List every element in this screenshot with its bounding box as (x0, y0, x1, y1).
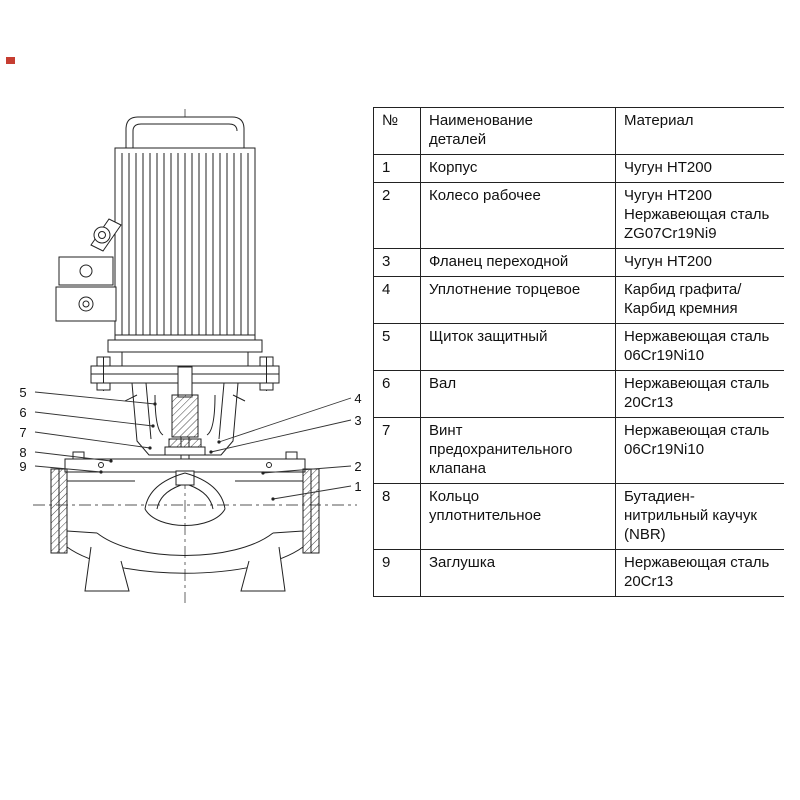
header-num: № (373, 107, 421, 155)
row-material: Чугун HT200 (615, 248, 784, 277)
table-row: 6 Вал Нержавеющая сталь 20Cr13 (373, 370, 784, 418)
parts-table-body: 1 Корпус Чугун HT200 2 Колесо рабочее Чу… (373, 154, 784, 597)
pipe-bottom-lines (66, 530, 304, 534)
row-num: 7 (373, 417, 421, 484)
row-num: 4 (373, 276, 421, 324)
callout-4: 4 (354, 391, 361, 406)
row-name: Заглушка (420, 549, 616, 597)
table-row: 9 Заглушка Нержавеющая сталь 20Cr13 (373, 549, 784, 597)
impeller-lower-shroud (144, 508, 226, 526)
callouts: 5 6 7 8 9 4 3 2 1 (19, 385, 362, 501)
terminal-box-upper-screw (79, 264, 93, 278)
callout-8: 8 (19, 445, 26, 460)
impeller-vanes (156, 484, 214, 510)
foot-right (240, 546, 286, 592)
table-row: 5 Щиток защитный Нержавеющая сталь 06Cr1… (373, 323, 784, 371)
pump-drawing-svg: 5 6 7 8 9 4 3 2 1 (19, 109, 362, 603)
row-name: Вал (420, 370, 616, 418)
motor-cap-seam (132, 123, 238, 148)
table-row: 3 Фланец переходной Чугун HT200 (373, 248, 784, 277)
bolt-nut-left (96, 382, 111, 391)
lantern-bracket (124, 366, 246, 460)
row-name: Щиток защитный (420, 323, 616, 371)
callout-3: 3 (354, 413, 361, 428)
callout-2: 2 (354, 459, 361, 474)
row-name: Фланец переходной (420, 248, 616, 277)
impeller (144, 470, 226, 526)
row-material: Чугун HT200 (615, 154, 784, 183)
motor-base-ring (107, 339, 263, 353)
header-material: Материал (615, 107, 784, 155)
row-material: Нержавеющая сталь 06Cr19Ni10 (615, 323, 784, 371)
cover-bolt-left (72, 451, 85, 460)
row-material: Нержавеющая сталь 06Cr19Ni10 (615, 417, 784, 484)
seal-gland (164, 446, 206, 456)
protective-shield (124, 394, 246, 402)
impeller-shroud (144, 472, 226, 510)
row-material: Бутадиен- нитрильный каучук (NBR) (615, 483, 784, 550)
row-material: Нержавеющая сталь 20Cr13 (615, 549, 784, 597)
bracket-hole-inner (98, 231, 106, 239)
table-header-row: № Наименование деталей Материал (373, 107, 784, 155)
parts-table: № Наименование деталей Материал 1 Корпус… (373, 107, 784, 597)
red-watermark-artifact (6, 57, 15, 64)
table-row: 4 Уплотнение торцевое Карбид графита/ Ка… (373, 276, 784, 324)
row-num: 5 (373, 323, 421, 371)
row-material: Чугун HT200 Нержавеющая сталь ZG07Cr19Ni… (615, 182, 784, 249)
lantern-inner-walls (145, 382, 225, 440)
volute-inner-bottom (96, 532, 274, 556)
shaft-coupling (171, 394, 199, 438)
row-num: 9 (373, 549, 421, 597)
callout-9: 9 (19, 459, 26, 474)
callout-1: 1 (354, 479, 361, 494)
bolt-nut-right (259, 382, 274, 391)
callout-5: 5 (19, 385, 26, 400)
mechanical-seal (168, 438, 202, 448)
row-num: 1 (373, 154, 421, 183)
table-row: 1 Корпус Чугун HT200 (373, 154, 784, 183)
row-num: 6 (373, 370, 421, 418)
terminal-box-lower-screw-inner (82, 300, 90, 308)
row-name: Корпус (420, 154, 616, 183)
motor-neck-ring (121, 351, 249, 367)
table-row: 2 Колесо рабочее Чугун HT200 Нержавеющая… (373, 182, 784, 249)
motor-cap (125, 116, 245, 149)
motor-cooling-fins (121, 153, 249, 335)
row-num: 2 (373, 182, 421, 249)
callout-6: 6 (19, 405, 26, 420)
row-num: 3 (373, 248, 421, 277)
o-ring-left (98, 462, 104, 468)
foot-left (84, 546, 130, 592)
row-name: Колесо рабочее (420, 182, 616, 249)
motor (55, 116, 263, 367)
row-material: Нержавеющая сталь 20Cr13 (615, 370, 784, 418)
table-row: 8 Кольцо уплотнительное Бутадиен- нитрил… (373, 483, 784, 550)
lantern-windows (154, 394, 216, 436)
row-name: Уплотнение торцевое (420, 276, 616, 324)
pump-cross-section-diagram: 5 6 7 8 9 4 3 2 1 (5, 95, 385, 715)
shaft-upper (177, 366, 193, 398)
row-name: Кольцо уплотнительное (420, 483, 616, 550)
terminal-box-lower-screw (78, 296, 94, 312)
header-name: Наименование деталей (420, 107, 616, 155)
table-row: 7 Винт предохранительного клапана Нержав… (373, 417, 784, 484)
row-num: 8 (373, 483, 421, 550)
bracket-hole-outer (93, 226, 111, 244)
row-material: Карбид графита/ Карбид кремния (615, 276, 784, 324)
pump-casing (50, 451, 320, 592)
callout-7: 7 (19, 425, 26, 440)
row-name: Винт предохранительного клапана (420, 417, 616, 484)
o-ring-right (266, 462, 272, 468)
cover-bolt-right (285, 451, 298, 460)
